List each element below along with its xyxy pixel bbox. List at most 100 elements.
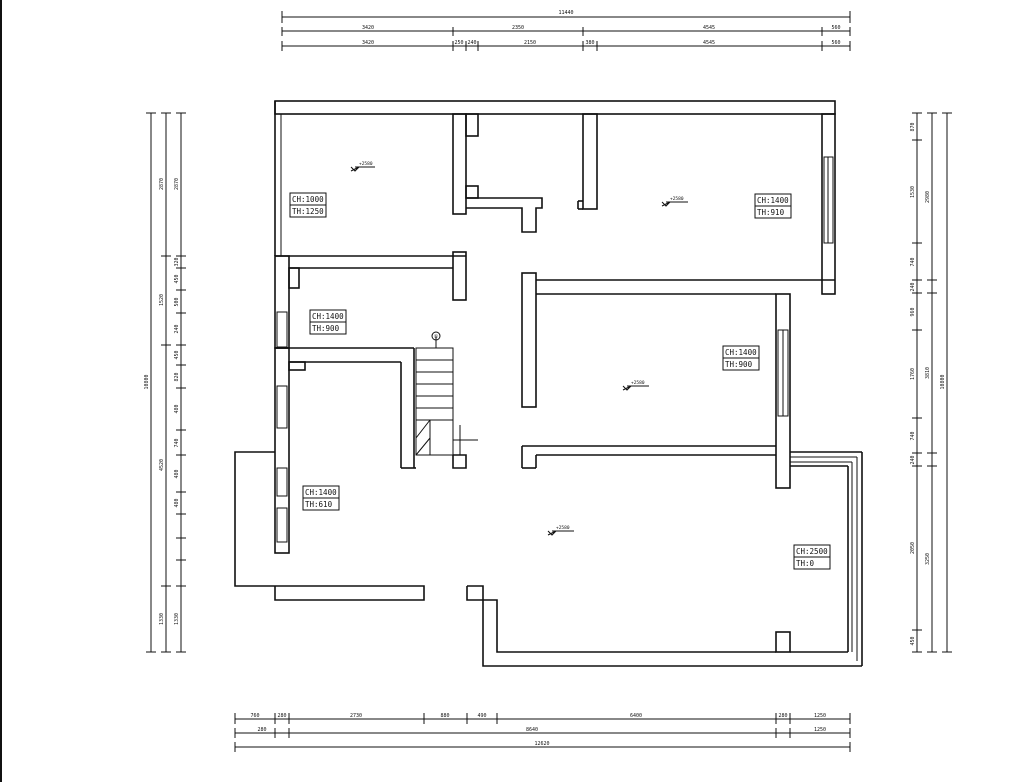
dim-bot-r1-b: 280 [277,713,286,719]
dim-right-inner-2: 1530 [910,186,916,198]
dim-left-outer-c: 4520 [159,459,165,471]
dim-top-r1-d: 560 [831,25,840,31]
dim-left-inner-6: 450 [174,350,180,359]
window-tag-3-th: TH:900 [312,324,340,333]
dim-right-inner-6: 1760 [910,368,916,380]
wall-bath-b [465,185,479,199]
dim-right-inner-5: 960 [910,307,916,316]
window-left-lower-a [276,385,288,429]
dim-bot-r1-c: 2730 [350,713,362,719]
dim-left-inner-5: 240 [174,324,180,333]
dim-top-r2-f: 4545 [703,40,715,46]
dim-left-inner-4: 500 [174,297,180,306]
dim-bot-overall: 12620 [534,741,549,747]
dim-right-overall: 10800 [940,374,946,389]
dim-bot-r1-a: 760 [250,713,259,719]
elevation-marker-4: +2580 [547,525,574,536]
window-left-lower-b [276,467,288,497]
dim-right-inner-7: 740 [910,431,916,440]
dim-left-outer-d: 1330 [159,613,165,625]
window-tag-1-ch: CH:1000 [292,195,324,204]
right-dimension-chain: 870 1530 740 240 960 1760 740 240 2050 4… [910,112,952,653]
dim-right-inner-1: 870 [910,122,916,131]
dim-left-inner-1: 2870 [174,178,180,190]
window-tag-2: CH:1400 TH:910 [754,193,792,219]
window-tag-3: CH:1400 TH:900 [309,309,347,335]
wall-stub-left [288,361,306,371]
dim-bot-r1-e: 490 [477,713,486,719]
dim-left-outer-a: 2870 [159,178,165,190]
window-tag-5: CH:1400 TH:610 [302,485,340,511]
left-dimension-chain: 10800 2870 1520 4520 1330 2870 320 450 5… [144,112,186,653]
wall-partition-1 [452,113,467,215]
dim-top-r2-b: 250 [454,40,463,46]
staircase: ① [415,331,478,456]
dim-left-inner-12: 1330 [174,613,180,625]
dim-right-inner-3: 740 [910,257,916,266]
dim-top-r2-e: 380 [585,40,594,46]
wall-top [274,100,836,115]
wall-stub-room3 [452,251,467,301]
dim-top-r2-g: 560 [831,40,840,46]
elevation-label-1: +2580 [359,161,373,167]
dim-right-inner-4: 240 [910,282,916,291]
elevation-marker-1: +2580 [350,161,375,172]
elevation-marker-3: +2580 [622,380,649,391]
window-tag-5-th: TH:610 [305,500,333,509]
dim-top-r1-c: 4545 [703,25,715,31]
dim-top-r2-c: 240 [467,40,476,46]
dim-top-r2-d: 2150 [524,40,536,46]
dim-left-inner-9: 740 [174,438,180,447]
window-tag-2-th: TH:910 [757,208,785,217]
frame-edge [0,0,2,782]
window-tag-6-th: TH:0 [796,559,815,568]
dim-right-inner-8: 240 [910,455,916,464]
dim-right-inner-9: 2050 [910,542,916,554]
wall-stub-small [288,267,300,289]
dim-left-outer-b: 1520 [159,294,165,306]
window-tag-6: CH:2500 TH:0 [793,544,831,570]
wall-partition-2 [582,113,598,210]
dim-right-outer-b: 3810 [925,367,931,379]
window-left-mid [276,311,288,348]
dim-bot-r1-f: 6400 [630,713,642,719]
dim-bot-r1-g: 280 [778,713,787,719]
elevation-label-3: +2580 [631,380,645,386]
dim-top-r1-a: 3420 [362,25,374,31]
dim-right-outer-c: 3250 [925,553,931,565]
elevation-label-2: +2580 [670,196,684,202]
window-tag-5-ch: CH:1400 [305,488,337,497]
window-tag-1: CH:1000 TH:1250 [289,192,327,218]
top-dimension-chain: 11440 3420 2350 4545 560 3420 250 240 21… [281,10,851,51]
wall-bath-a [465,113,479,137]
window-tag-6-ch: CH:2500 [796,547,828,556]
elevation-label-4: +2580 [556,525,570,531]
dim-top-overall: 11440 [558,10,573,16]
dim-left-inner-2: 320 [174,257,180,266]
dim-top-r2-a: 3420 [362,40,374,46]
wall-right-upper [821,113,836,295]
dim-bot-r1-h: 1250 [814,713,826,719]
window-tag-2-ch: CH:1400 [757,196,789,205]
window-left-lower-c [276,507,288,543]
dim-bot-r2-c: 1250 [814,727,826,733]
window-tag-4: CH:1400 TH:900 [722,345,760,371]
dim-bot-r1-d: 880 [440,713,449,719]
wall-left-lower [274,347,290,554]
dim-left-inner-3: 450 [174,274,180,283]
wall-room4-right [775,293,791,489]
dim-left-inner-11: 480 [174,498,180,507]
stair-marker: ① [434,334,439,340]
dim-bot-r2-a: 280 [257,727,266,733]
wall-stub-bottom-right [775,631,791,653]
dim-right-outer-a: 2980 [925,191,931,203]
window-tag-4-th: TH:900 [725,360,753,369]
window-tag-1-th: TH:1250 [292,207,324,216]
bottom-dimension-chain: 760 280 2730 880 490 6400 280 1250 280 8… [234,713,851,752]
wall-room4-left [521,272,537,408]
dim-right-inner-10: 450 [910,636,916,645]
dim-top-r1-b: 2350 [512,25,524,31]
window-tag-3-ch: CH:1400 [312,312,344,321]
dim-left-inner-10: 480 [174,469,180,478]
